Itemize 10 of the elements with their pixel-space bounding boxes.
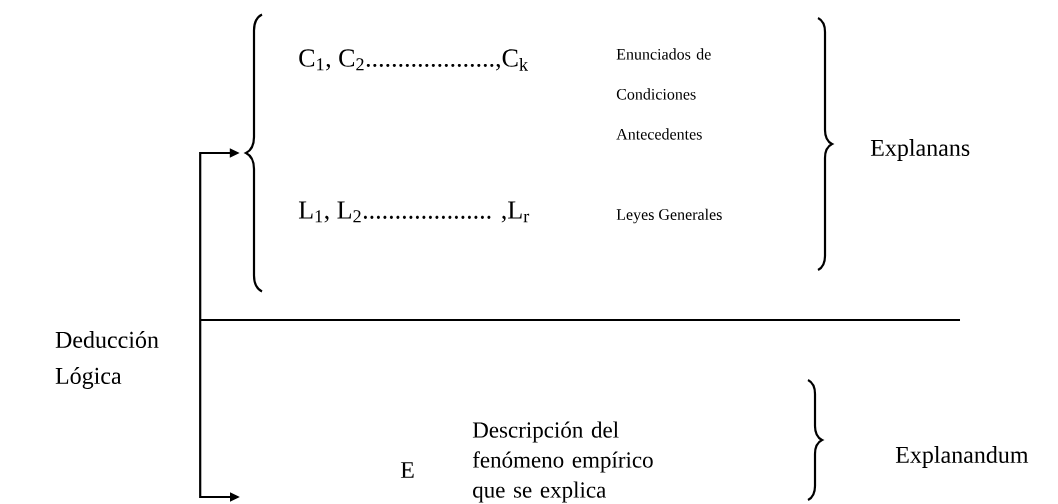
group-label: Explanandum — [895, 446, 1029, 468]
description-label: Leyes Generales — [616, 208, 722, 224]
description-label: Enunciados de Condiciones Antecedentes — [616, 48, 711, 140]
group-label: Explanans — [870, 139, 970, 161]
description-label: Descripción del fenómeno empírico que se explica — [472, 421, 653, 503]
side-label: Deducción Lógica — [55, 331, 159, 389]
letter-label: E — [400, 462, 414, 478]
brace — [244, 13, 263, 293]
formula-label: L$_{1}$, L$_{2}$.................... ,L$_{r}$ — [298, 201, 530, 223]
formula-label: C$_{1}$, C$_{2}$....................,C$_{k}$ — [299, 49, 528, 71]
